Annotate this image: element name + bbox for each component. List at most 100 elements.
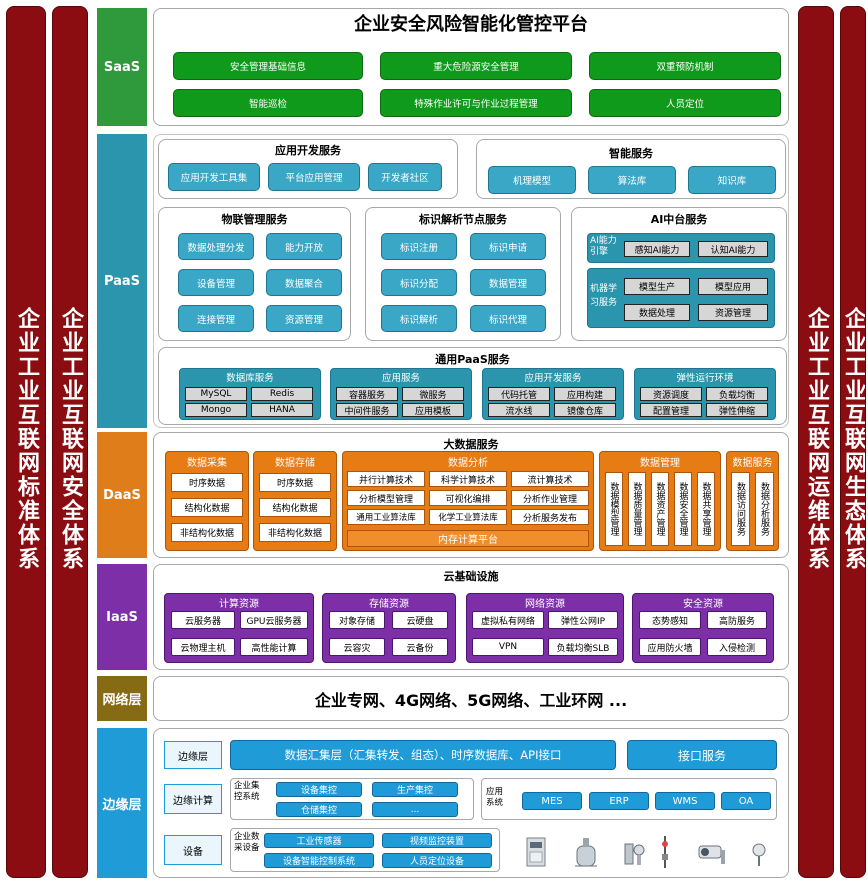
collect-person-locator[interactable]: 人员定位设备 [382,853,492,868]
security-waf[interactable]: 应用防火墙 [639,638,701,656]
ctrl-more[interactable]: ... [372,802,458,817]
analysis-stream-compute[interactable]: 流计算技术 [511,471,589,487]
saas-item-smart-inspection[interactable]: 智能巡检 [173,89,363,117]
ident-proxy[interactable]: 标识代理 [470,305,546,332]
manage-asset[interactable]: 数据资产管理 [651,472,669,546]
paas-app-management[interactable]: 平台应用管理 [268,163,360,191]
analysis-service-publish[interactable]: 分析服务发布 [511,509,589,525]
ai-cognition[interactable]: 认知AI能力 [698,241,768,257]
dev-code-hosting[interactable]: 代码托管 [488,387,550,401]
app-wms[interactable]: WMS [655,792,715,810]
app-middleware[interactable]: 中间件服务 [336,403,398,417]
storage-disaster-recovery[interactable]: 云容灾 [329,638,385,656]
dev-image-repo[interactable]: 镜像仓库 [554,403,616,417]
ident-register[interactable]: 标识注册 [381,233,457,260]
storage-unstructured[interactable]: 非结构化数据 [259,523,331,542]
saas-item-special-work[interactable]: 特殊作业许可与作业过程管理 [380,89,572,117]
manage-security[interactable]: 数据安全管理 [674,472,692,546]
collect-video-monitor[interactable]: 视频监控装置 [382,833,492,848]
dev-app-build[interactable]: 应用构建 [554,387,616,401]
collect-time-series[interactable]: 时序数据 [171,473,243,492]
paas-mechanism-model[interactable]: 机理模型 [488,166,576,194]
saas-item-hazard-source[interactable]: 重大危险源安全管理 [380,52,572,80]
service-data-access[interactable]: 数据访问服务 [731,472,750,546]
ident-allocate[interactable]: 标识分配 [381,269,457,296]
paas-algorithm-lib[interactable]: 算法库 [588,166,676,194]
manage-model[interactable]: 数据模型管理 [605,472,623,546]
app-container[interactable]: 容器服务 [336,387,398,401]
analysis-general-algo-lib[interactable]: 通用工业算法库 [347,509,425,525]
compute-hpc[interactable]: 高性能计算 [240,638,308,656]
storage-time-series[interactable]: 时序数据 [259,473,331,492]
dev-pipeline[interactable]: 流水线 [488,403,550,417]
collect-industrial-sensor[interactable]: 工业传感器 [264,833,374,848]
storage-object[interactable]: 对象存储 [329,611,385,629]
ident-apply[interactable]: 标识申请 [470,233,546,260]
collect-unstructured[interactable]: 非结构化数据 [171,523,243,542]
ai-data-process[interactable]: 数据处理 [624,304,690,321]
app-erp[interactable]: ERP [589,792,649,810]
security-anti-ddos[interactable]: 高防服务 [707,611,767,629]
saas-item-dual-prevention[interactable]: 双重预防机制 [589,52,781,80]
saas-item-safety-info[interactable]: 安全管理基础信息 [173,52,363,80]
collect-device-control[interactable]: 设备智能控制系统 [264,853,374,868]
ai-model-apply[interactable]: 模型应用 [698,278,768,295]
ctrl-production[interactable]: 生产集控 [372,782,458,797]
manage-security-label: 数据安全管理 [677,482,688,536]
iot-data-aggregation[interactable]: 数据聚合 [266,269,342,296]
db-mongo[interactable]: Mongo [185,403,247,417]
edge-interface-service[interactable]: 接口服务 [627,740,777,770]
app-oa[interactable]: OA [721,792,771,810]
analysis-memory-platform[interactable]: 内存计算平台 [347,530,589,547]
paas-knowledge-base[interactable]: 知识库 [688,166,776,194]
storage-structured[interactable]: 结构化数据 [259,498,331,517]
elastic-load-balance[interactable]: 负载均衡 [706,387,768,401]
storage-cloud-disk[interactable]: 云硬盘 [392,611,448,629]
iot-resource-management[interactable]: 资源管理 [266,305,342,332]
elastic-config[interactable]: 配置管理 [640,403,702,417]
db-mysql[interactable]: MySQL [185,387,247,401]
app-mes[interactable]: MES [522,792,582,810]
elastic-scaling[interactable]: 弹性伸缩 [706,403,768,417]
analysis-chemical-algo-lib[interactable]: 化学工业算法库 [429,509,507,525]
network-vpc[interactable]: 虚拟私有网络 [472,611,544,629]
iot-capability-open[interactable]: 能力开放 [266,233,342,260]
network-slb[interactable]: 负载均衡SLB [548,638,618,656]
compute-physical-host[interactable]: 云物理主机 [171,638,235,656]
edge-data-aggregation-bar[interactable]: 数据汇集层（汇集转发、组态）、时序数据库、API接口 [230,740,616,770]
analysis-visual-orchestration[interactable]: 可视化编排 [429,490,507,506]
ident-resolve[interactable]: 标识解析 [381,305,457,332]
ident-data-management[interactable]: 数据管理 [470,269,546,296]
manage-share[interactable]: 数据共享管理 [697,472,715,546]
network-elastic-ip[interactable]: 弹性公网IP [548,611,618,629]
db-hana[interactable]: HANA [251,403,313,417]
security-ids[interactable]: 入侵检测 [707,638,767,656]
analysis-job-management[interactable]: 分析作业管理 [511,490,589,506]
analysis-scientific-compute[interactable]: 科学计算技术 [429,471,507,487]
manage-quality[interactable]: 数据质量管理 [628,472,646,546]
ctrl-device[interactable]: 设备集控 [276,782,362,797]
elastic-scheduling[interactable]: 资源调度 [640,387,702,401]
app-microservice[interactable]: 微服务 [402,387,464,401]
ctrl-warehouse[interactable]: 仓储集控 [276,802,362,817]
iot-device-management[interactable]: 设备管理 [178,269,254,296]
collect-structured[interactable]: 结构化数据 [171,498,243,517]
app-template[interactable]: 应用模板 [402,403,464,417]
compute-gpu-server[interactable]: GPU云服务器 [240,611,308,629]
ai-model-produce[interactable]: 模型生产 [624,278,690,295]
iot-connection-management[interactable]: 连接管理 [178,305,254,332]
paas-app-dev-toolset[interactable]: 应用开发工具集 [168,163,260,191]
security-situation-awareness[interactable]: 态势感知 [639,611,701,629]
paas-dev-community[interactable]: 开发者社区 [368,163,442,191]
analysis-model-management[interactable]: 分析模型管理 [347,490,425,506]
service-data-analysis[interactable]: 数据分析服务 [755,472,774,546]
compute-cloud-server[interactable]: 云服务器 [171,611,235,629]
ai-resource-management[interactable]: 资源管理 [698,304,768,321]
saas-item-person-location[interactable]: 人员定位 [589,89,781,117]
network-vpn[interactable]: VPN [472,638,544,656]
storage-backup[interactable]: 云备份 [392,638,448,656]
db-redis[interactable]: Redis [251,387,313,401]
iot-data-dispatch[interactable]: 数据处理分发 [178,233,254,260]
analysis-parallel-compute[interactable]: 并行计算技术 [347,471,425,487]
ai-perception[interactable]: 感知AI能力 [624,241,690,257]
